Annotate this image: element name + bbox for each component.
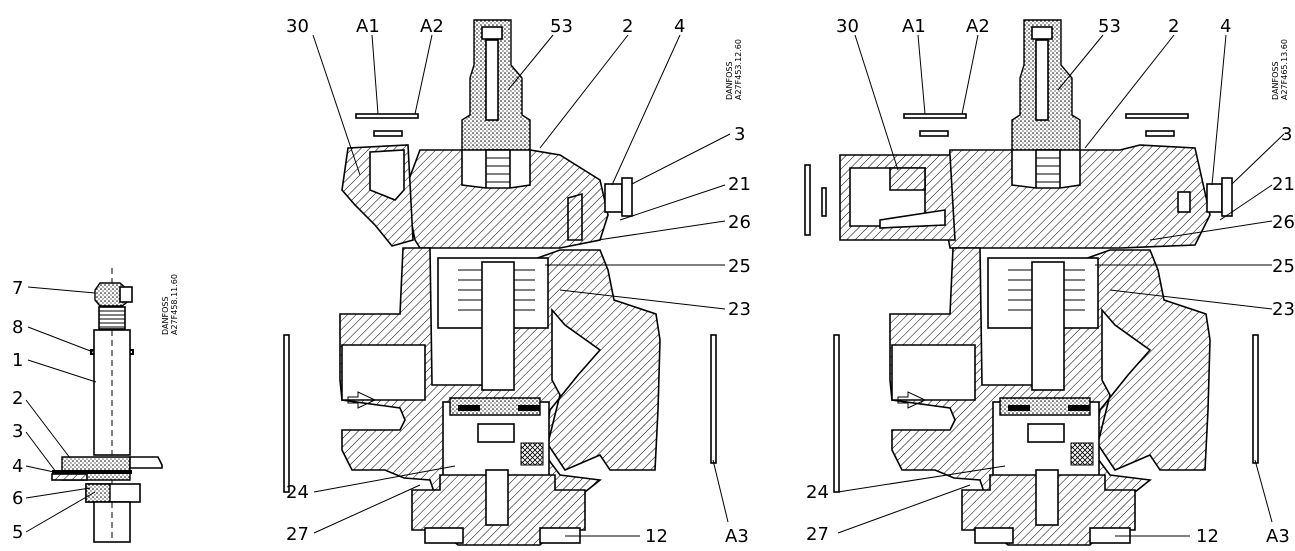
right-label-2: 2 [1168,16,1179,37]
right-label-27: 27 [806,524,829,545]
mid-label-12: 12 [645,526,668,547]
middle-code-line1: DANFOSS [725,61,734,100]
right-code-line1: DANFOSS [1271,61,1280,100]
mid-label-26: 26 [728,212,751,233]
label-8: 8 [12,317,23,338]
svg-text:DANFOSS A27F453.12.60: DANFOSS A27F453.12.60 [725,39,743,100]
mid-label-21: 21 [728,174,751,195]
mid-label-3: 3 [734,124,745,145]
left-code-line2: A27F458.11.60 [170,274,179,335]
label-6: 6 [12,488,23,509]
right-label-53: 53 [1098,16,1121,37]
svg-text:DANFOSS A27F458.11.60: DANFOSS A27F458.11.60 [161,274,179,335]
right-label-A1: A1 [902,16,926,37]
right-label-21: 21 [1272,174,1295,195]
right-label-24: 24 [806,482,829,503]
right-label-A3: A3 [1266,526,1290,547]
label-5: 5 [12,522,23,543]
mid-label-A2: A2 [420,16,444,37]
label-1: 1 [12,350,23,371]
label-4: 4 [12,456,23,477]
middle-figure: DANFOSS A27F453.12.60 30 A1 A2 53 2 4 3 … [283,16,751,547]
right-label-12: 12 [1196,526,1219,547]
left-code-line1: DANFOSS [161,296,170,335]
mid-label-30: 30 [286,16,309,37]
label-3: 3 [12,421,23,442]
mid-label-2: 2 [622,16,633,37]
middle-code-line2: A27F453.12.60 [734,39,743,100]
mid-label-27: 27 [286,524,309,545]
right-code-line2: A27F465.13.60 [1280,39,1289,100]
right-label-4: 4 [1220,16,1231,37]
mid-label-24: 24 [286,482,309,503]
right-label-23: 23 [1272,299,1295,320]
svg-text:DANFOSS A27F465.13.60: DANFOSS A27F465.13.60 [1271,39,1289,100]
right-label-30: 30 [836,16,859,37]
label-7: 7 [12,278,23,299]
mid-label-A1: A1 [356,16,380,37]
right-label-3: 3 [1281,124,1292,145]
right-label-26: 26 [1272,212,1295,233]
right-figure: DANFOSS A27F465.13.60 30 A1 A2 53 2 4 3 … [804,16,1295,547]
mid-label-4: 4 [674,16,685,37]
mid-label-25: 25 [728,256,751,277]
mid-label-A3: A3 [725,526,749,547]
label-2: 2 [12,388,23,409]
left-figure: DANFOSS A27F458.11.60 7 8 1 2 3 4 6 5 [12,268,179,543]
mid-label-53: 53 [550,16,573,37]
right-label-A2: A2 [966,16,990,37]
mid-label-23: 23 [728,299,751,320]
right-label-25: 25 [1272,256,1295,277]
